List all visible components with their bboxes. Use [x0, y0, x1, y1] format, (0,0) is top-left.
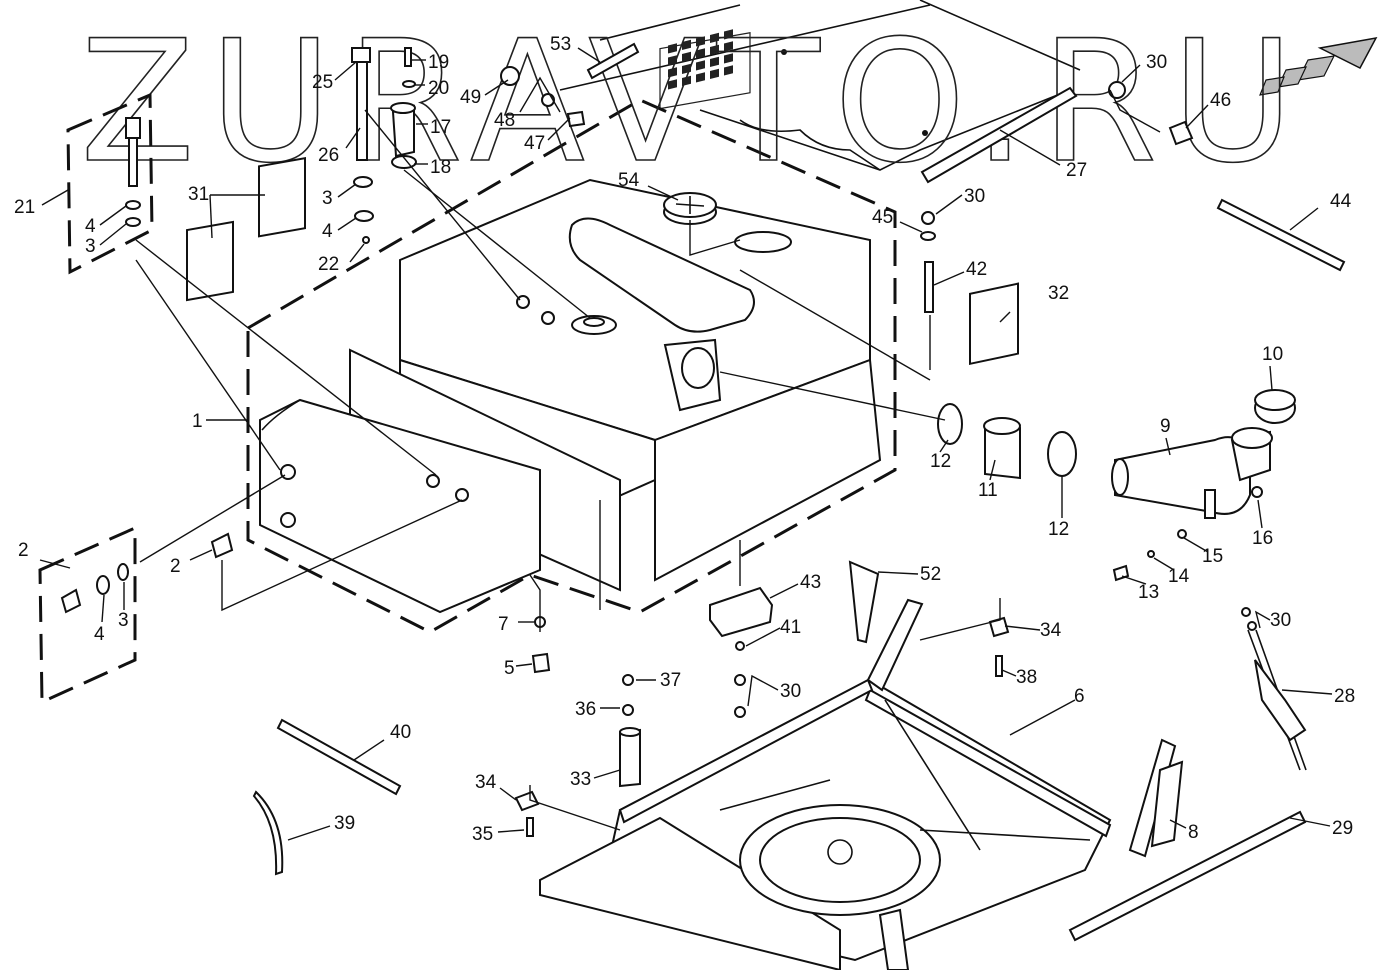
callout-34-right: 34	[1040, 620, 1062, 641]
strip-8	[1150, 760, 1184, 848]
callout-3-lower: 3	[118, 610, 129, 631]
rod-44	[1216, 198, 1346, 272]
callout-42: 42	[966, 259, 987, 280]
floor-plate	[559, 0, 1081, 171]
wedge-52	[848, 560, 880, 644]
callout-32: 32	[1048, 283, 1069, 304]
callout-11: 11	[978, 480, 998, 501]
callout-45: 45	[872, 207, 893, 228]
callout-18: 18	[430, 157, 451, 178]
callout-4-left: 4	[85, 216, 96, 237]
callout-12-left: 12	[930, 451, 951, 472]
callout-37: 37	[660, 670, 681, 691]
callout-22: 22	[318, 254, 339, 275]
support-frame	[539, 598, 1177, 970]
callout-7: 7	[498, 614, 509, 635]
callout-2-left: 2	[18, 540, 29, 561]
callout-39: 39	[334, 813, 355, 834]
grille-pattern	[659, 29, 751, 110]
callout-46: 46	[1210, 90, 1231, 111]
callout-30-mid: 30	[964, 186, 985, 207]
clip-34a	[514, 790, 540, 812]
callout-30-right: 30	[1270, 610, 1291, 631]
callout-5: 5	[504, 658, 515, 679]
callout-16: 16	[1252, 528, 1273, 549]
callout-54: 54	[618, 170, 640, 191]
callout-35: 35	[472, 824, 493, 845]
leader-lines	[39, 47, 1333, 841]
callout-3-left: 3	[85, 236, 96, 257]
label-plate-31a	[186, 220, 234, 302]
callout-41: 41	[780, 617, 801, 638]
callout-14: 14	[1168, 566, 1190, 587]
callout-33: 33	[570, 769, 591, 790]
callout-17: 17	[430, 117, 451, 138]
callout-4-center: 4	[322, 221, 333, 242]
callout-12-right: 12	[1048, 519, 1069, 540]
callout-13: 13	[1138, 582, 1159, 603]
pad-43	[709, 586, 774, 638]
sender-kit-outline	[66, 92, 154, 275]
fuel-tank	[259, 178, 882, 614]
callout-30-bottom: 30	[780, 681, 801, 702]
strap-28	[1241, 607, 1307, 771]
callout-34-left: 34	[475, 772, 497, 793]
callout-15: 15	[1202, 546, 1223, 567]
bracket-27	[920, 86, 1078, 184]
sender-unit	[351, 47, 417, 244]
callout-30-top: 30	[1146, 52, 1167, 73]
callout-25: 25	[312, 72, 333, 93]
callout-19: 19	[428, 52, 449, 73]
rod-40	[276, 718, 402, 796]
callout-26: 26	[318, 145, 339, 166]
drain-plug-kit-outline	[38, 525, 137, 705]
callout-52: 52	[920, 564, 941, 585]
callout-8: 8	[1188, 822, 1199, 843]
callout-10: 10	[1262, 344, 1283, 365]
strip-39	[252, 790, 284, 876]
callout-6: 6	[1074, 686, 1085, 707]
callout-3-center: 3	[322, 188, 333, 209]
callout-38: 38	[1016, 667, 1037, 688]
callout-43: 43	[800, 572, 821, 593]
strip-29	[1068, 810, 1307, 942]
callout-4-lower: 4	[94, 624, 105, 645]
rod-53	[586, 42, 640, 80]
callout-labels: 1 2 2 3 3 3 4 4 4 5 6 7 8 9 10 11 12 12 …	[14, 34, 1355, 845]
callout-49: 49	[460, 87, 481, 108]
callout-2-right: 2	[170, 556, 181, 577]
callout-44: 44	[1330, 191, 1352, 212]
callout-21: 21	[14, 197, 35, 218]
callout-28: 28	[1334, 686, 1355, 707]
callout-29: 29	[1332, 818, 1353, 839]
callout-9: 9	[1160, 416, 1171, 437]
callout-31: 31	[188, 184, 209, 205]
callout-40: 40	[390, 722, 411, 743]
callout-27: 27	[1066, 160, 1087, 181]
callout-48: 48	[494, 110, 515, 131]
nut-5	[531, 652, 551, 674]
label-plate-31b	[258, 157, 306, 238]
label-plate-32	[969, 282, 1019, 366]
callout-47: 47	[524, 133, 545, 154]
spacer-33	[619, 728, 641, 788]
drain-plugs	[60, 532, 234, 614]
callout-53: 53	[550, 34, 571, 55]
sender-bolt	[125, 117, 141, 227]
callout-1: 1	[192, 411, 203, 432]
callout-36: 36	[575, 699, 596, 720]
filler-neck	[937, 389, 1296, 519]
direction-arrow	[1259, 36, 1378, 96]
callout-20: 20	[428, 78, 449, 99]
